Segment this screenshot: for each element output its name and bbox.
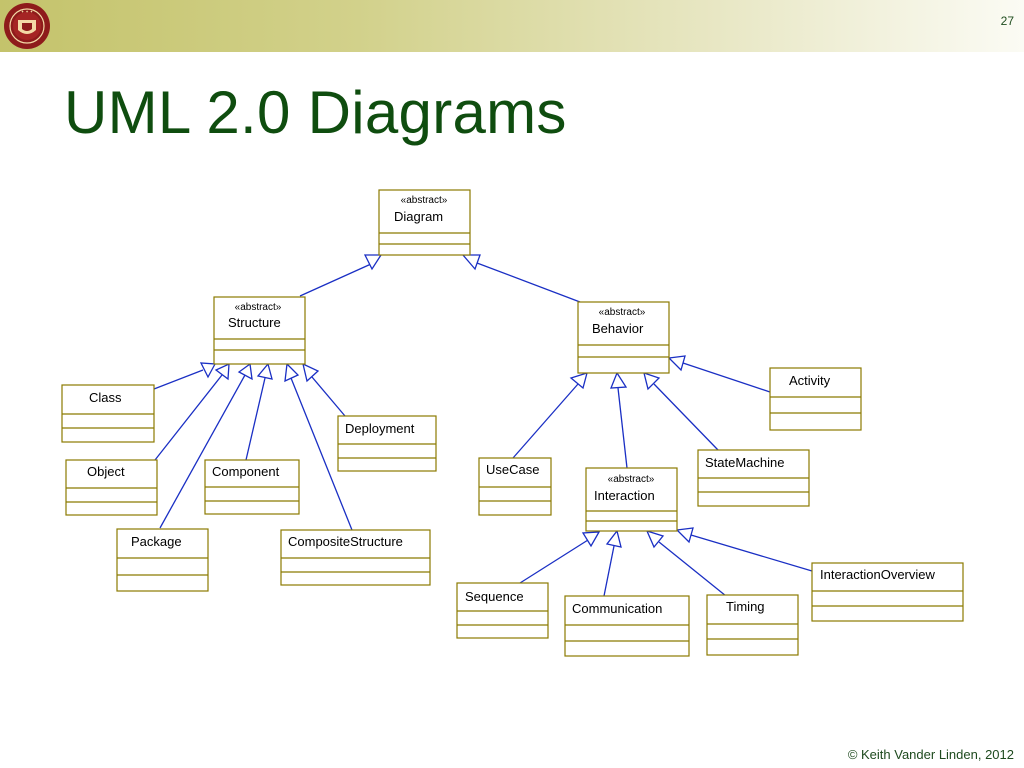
class-name: Activity <box>789 373 831 388</box>
copyright-footer: © Keith Vander Linden, 2012 <box>847 747 1014 762</box>
class-name: Structure <box>228 315 281 330</box>
class-name: Behavior <box>592 321 644 336</box>
class-stereotype: «abstract» <box>401 195 448 206</box>
generalization-edges <box>153 254 813 597</box>
class-box-communication: Communication <box>564 595 690 657</box>
class-box-interactionoverview: InteractionOverview <box>811 562 964 622</box>
class-name: Package <box>131 534 182 549</box>
class-name: Object <box>87 464 125 479</box>
class-name: CompositeStructure <box>288 534 403 549</box>
class-box-interaction: «abstract» Interaction <box>585 467 678 532</box>
class-box-structure: «abstract» Structure <box>213 296 306 365</box>
class-box-timing: Timing <box>706 594 799 656</box>
class-name: Interaction <box>594 488 655 503</box>
header-bar: ✦ ✦ ✦ 27 <box>0 0 1024 52</box>
class-name: Class <box>89 390 122 405</box>
svg-text:✦ ✦ ✦: ✦ ✦ ✦ <box>21 9 34 14</box>
class-name: Sequence <box>465 589 524 604</box>
class-boxes: «abstract» Diagram «abstract» Structure … <box>61 189 964 657</box>
class-name: UseCase <box>486 462 539 477</box>
class-box-usecase: UseCase <box>478 457 552 516</box>
class-name: Timing <box>726 599 765 614</box>
class-name: Communication <box>572 601 662 616</box>
generalization-edge <box>610 371 628 469</box>
generalization-edge <box>667 355 771 393</box>
class-name: InteractionOverview <box>820 567 935 582</box>
generalization-edge <box>299 254 383 297</box>
generalization-edge <box>603 529 622 597</box>
generalization-edge <box>512 372 588 459</box>
class-box-diagram: «abstract» Diagram <box>378 189 471 256</box>
class-box-activity: Activity <box>769 367 862 431</box>
generalization-edge <box>245 362 273 461</box>
class-box-compositestructure: CompositeStructure <box>280 529 431 586</box>
class-box-deployment: Deployment <box>337 415 437 472</box>
class-box-sequence: Sequence <box>456 582 549 639</box>
class-stereotype: «abstract» <box>599 307 646 318</box>
university-seal-logo: ✦ ✦ ✦ <box>4 3 50 49</box>
generalization-edge <box>519 531 601 584</box>
generalization-edge <box>153 362 217 390</box>
generalization-edge <box>675 527 813 572</box>
class-name: Component <box>212 464 280 479</box>
class-stereotype: «abstract» <box>235 302 282 313</box>
class-box-component: Component <box>204 459 300 515</box>
generalization-edge <box>461 254 581 303</box>
generalization-edge <box>643 372 719 451</box>
class-box-behavior: «abstract» Behavior <box>577 301 670 374</box>
class-name: Diagram <box>394 209 443 224</box>
slide-title: UML 2.0 Diagrams <box>64 79 567 146</box>
class-box-statemachine: StateMachine <box>697 449 810 507</box>
class-name: StateMachine <box>705 455 785 470</box>
generalization-edge <box>159 362 253 529</box>
class-box-package: Package <box>116 528 209 592</box>
generalization-edge <box>154 362 230 461</box>
generalization-edge <box>302 362 346 417</box>
class-name: Deployment <box>345 421 415 436</box>
generalization-edge <box>284 362 353 531</box>
page-number: 27 <box>1000 14 1014 28</box>
class-box-object: Object <box>65 459 158 516</box>
class-stereotype: «abstract» <box>608 474 655 485</box>
class-box-class: Class <box>61 384 155 443</box>
generalization-edge <box>645 529 727 597</box>
